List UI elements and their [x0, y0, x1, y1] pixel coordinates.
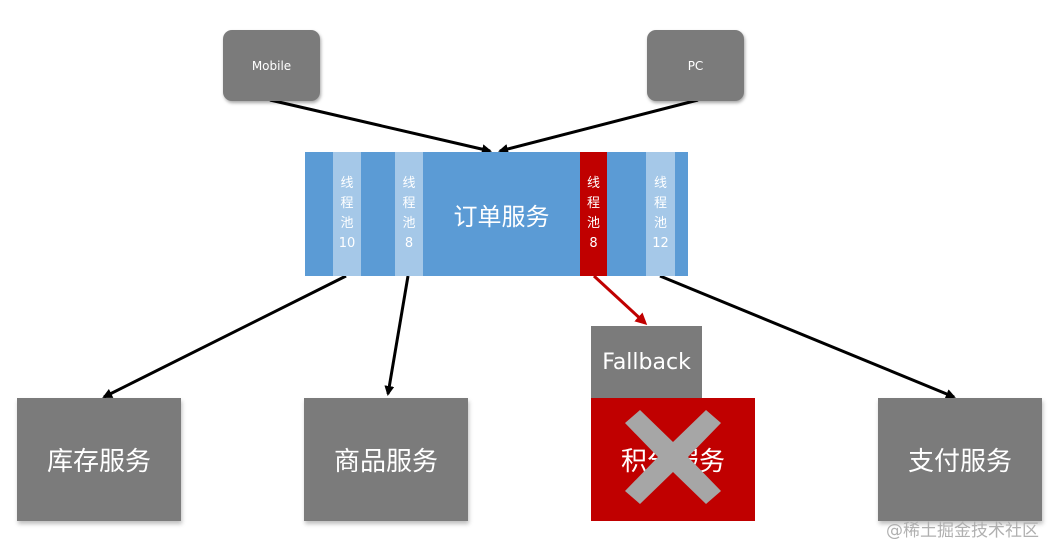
product-service-label: 商品服务 — [333, 447, 438, 477]
mobile-client-label: Mobile — [251, 58, 292, 73]
product-service: 商品服务 — [304, 398, 468, 521]
inventory-service-label: 库存服务 — [46, 447, 151, 477]
thread-pool-points: 线 程 池 8 — [580, 152, 607, 276]
pc-client-label: PC — [687, 58, 704, 73]
inventory-service: 库存服务 — [17, 398, 181, 521]
thread-pool-payment: 线 程 池 12 — [646, 152, 675, 276]
mobile-client: Mobile — [223, 30, 320, 101]
pool-char: 池 — [653, 216, 667, 231]
pool-size: 12 — [652, 236, 669, 251]
x-mark-icon — [625, 410, 721, 504]
arrow-order-to-inventory — [102, 274, 347, 399]
pool-char: 线 — [340, 176, 354, 191]
pool-char: 程 — [653, 196, 667, 211]
watermark: @稀土掘金技术社区 — [886, 521, 1039, 541]
pool-size: 10 — [338, 236, 356, 251]
payment-service-label: 支付服务 — [907, 447, 1012, 477]
arrow-mobile-to-order — [269, 98, 492, 155]
thread-pool-product: 线 程 池 8 — [395, 152, 423, 276]
order-service — [305, 152, 688, 276]
pool-char: 线 — [653, 176, 667, 191]
arrow-pc-to-order — [498, 98, 699, 154]
fallback-label: Fallback — [602, 349, 691, 375]
pool-size: 8 — [404, 236, 414, 251]
pc-client: PC — [647, 30, 744, 101]
pool-char: 线 — [586, 176, 600, 191]
pool-char: 程 — [340, 196, 354, 211]
thread-pool-inventory: 线 程 池 10 — [333, 152, 361, 276]
pool-char: 程 — [402, 196, 416, 211]
fallback-box: Fallback — [591, 326, 702, 398]
arrow-order-to-payment — [659, 274, 956, 399]
order-service-label: 订单服务 — [453, 202, 550, 231]
pool-size: 8 — [589, 236, 598, 251]
pool-char: 线 — [402, 176, 416, 191]
pool-char: 程 — [586, 196, 600, 211]
pool-char: 池 — [340, 216, 354, 231]
arrow-order-to-product — [384, 275, 410, 396]
arrow-order-to-fallback — [592, 274, 648, 326]
payment-service: 支付服务 — [878, 398, 1042, 521]
pool-char: 池 — [402, 216, 416, 231]
pool-char: 池 — [586, 216, 600, 231]
